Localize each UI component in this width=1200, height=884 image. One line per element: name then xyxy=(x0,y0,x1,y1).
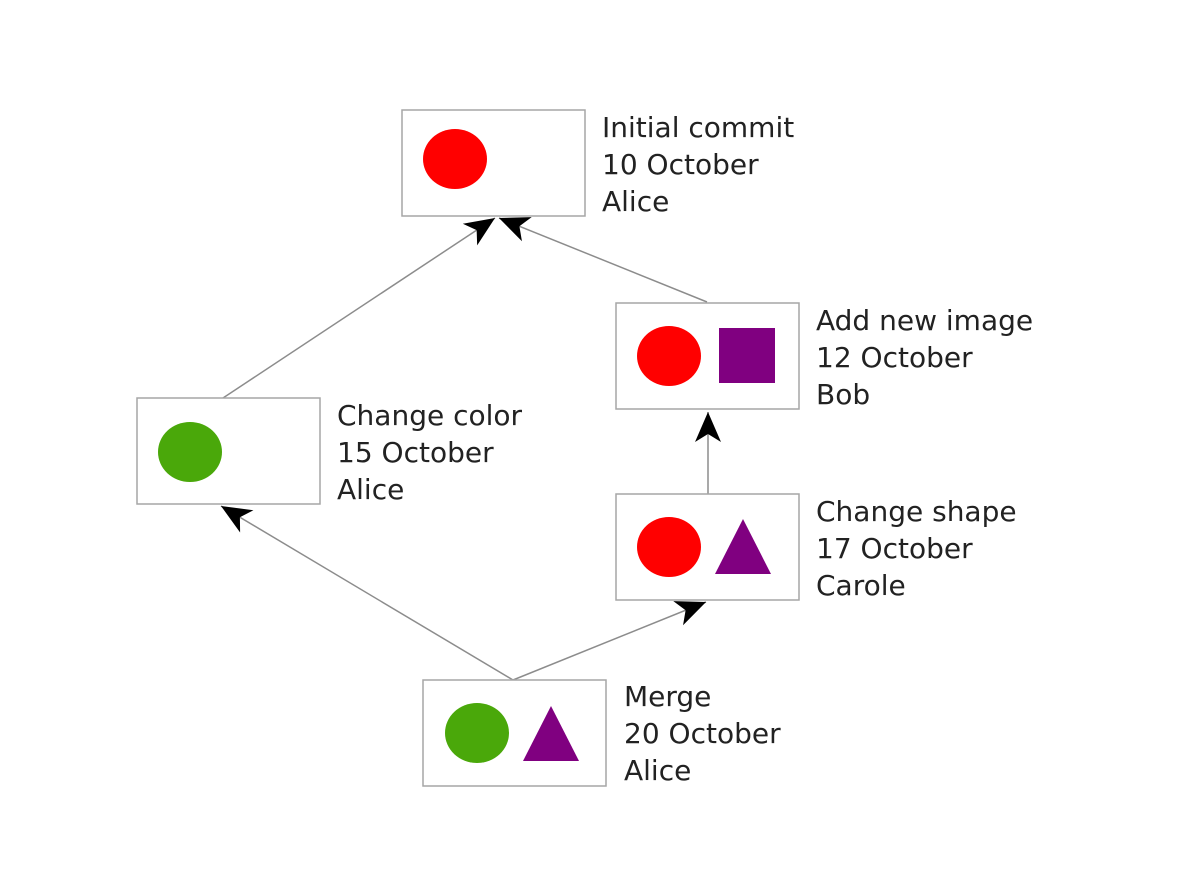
commit-author: Bob xyxy=(816,378,870,411)
purple-triangle-shape xyxy=(715,519,771,574)
commit-node-add-new-image: Add new image 12 October Bob xyxy=(615,302,1033,411)
commit-message: Initial commit xyxy=(602,111,794,144)
commit-node-merge: Merge 20 October Alice xyxy=(422,679,781,787)
commit-author: Alice xyxy=(602,185,669,218)
edge-change-color-to-initial xyxy=(222,217,496,399)
arrowhead-change-shape-to-add-new-image xyxy=(695,412,721,442)
commit-date: 12 October xyxy=(816,341,973,374)
edges xyxy=(220,217,709,681)
green-circle-shape xyxy=(445,703,509,763)
commit-author: Alice xyxy=(624,754,691,787)
commit-date: 20 October xyxy=(624,717,781,750)
commit-message: Change shape xyxy=(816,495,1017,528)
arrowhead-merge-to-change-color xyxy=(221,506,254,533)
arrowhead-add-new-image-to-initial xyxy=(499,217,532,242)
edge-merge-to-change-color xyxy=(220,505,514,681)
commit-node-initial: Initial commit 10 October Alice xyxy=(401,109,794,218)
edge-add-new-image-to-initial xyxy=(498,217,708,303)
commit-date: 17 October xyxy=(816,532,973,565)
commit-message: Change color xyxy=(337,399,523,432)
red-circle-shape xyxy=(637,326,701,386)
red-circle-shape xyxy=(637,517,701,577)
arrowhead-change-color-to-initial xyxy=(462,218,495,246)
commit-author: Alice xyxy=(337,473,404,506)
red-circle-shape xyxy=(423,129,487,189)
commit-author: Carole xyxy=(816,569,906,602)
commit-message: Merge xyxy=(624,680,711,713)
arrowhead-merge-to-change-shape xyxy=(673,601,706,626)
commit-date: 10 October xyxy=(602,148,759,181)
commit-node-change-color: Change color 15 October Alice xyxy=(136,397,523,506)
purple-square-shape xyxy=(719,328,775,383)
purple-triangle-shape xyxy=(523,706,579,761)
commit-date: 15 October xyxy=(337,436,494,469)
green-circle-shape xyxy=(158,422,222,482)
commit-node-change-shape: Change shape 17 October Carole xyxy=(615,493,1017,602)
edge-merge-to-change-shape xyxy=(512,601,707,681)
arrowheads xyxy=(221,217,721,626)
commit-box xyxy=(136,397,321,505)
commit-message: Add new image xyxy=(816,304,1033,337)
